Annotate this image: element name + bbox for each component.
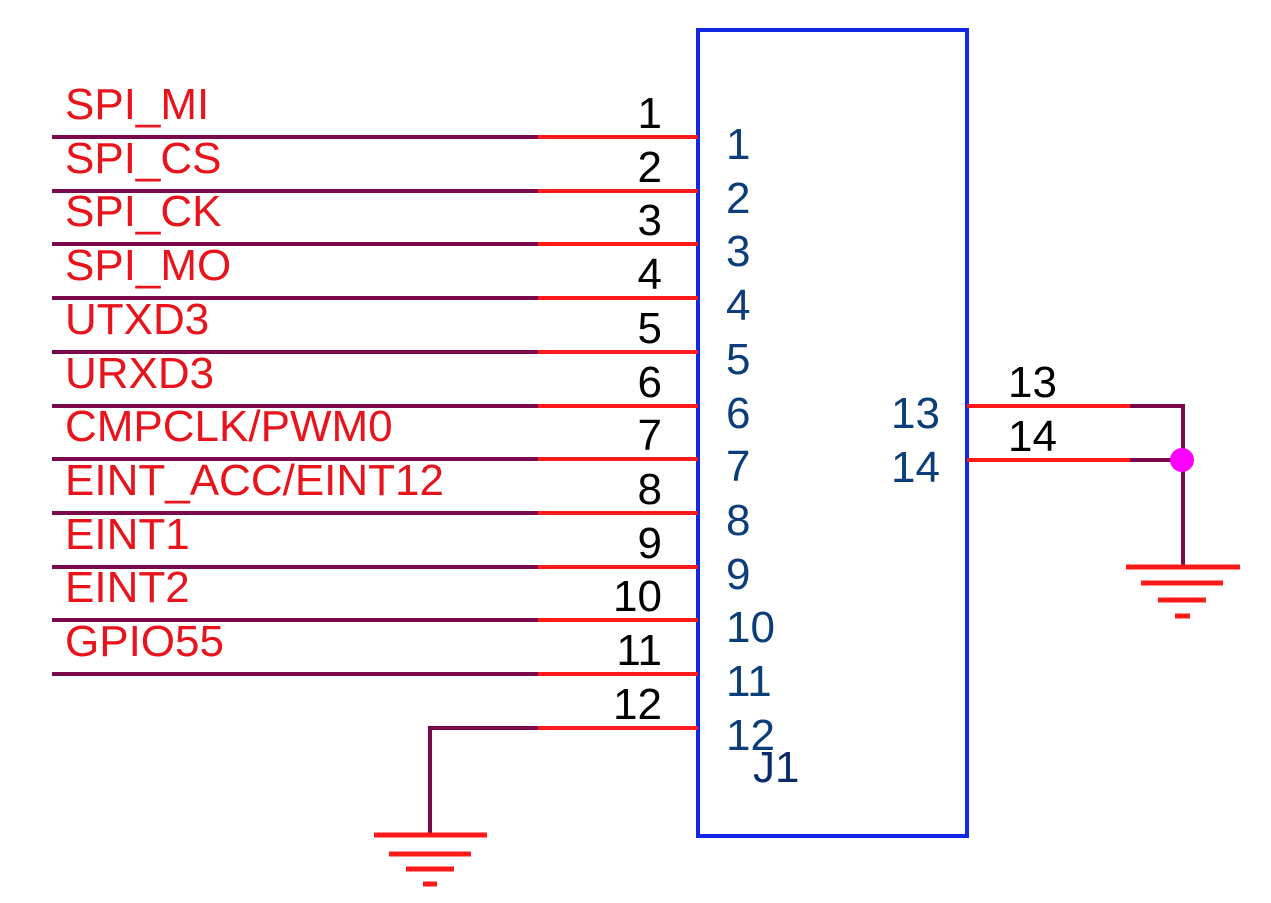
pin-number: 8 bbox=[638, 465, 662, 514]
net-label: SPI_CK bbox=[65, 187, 222, 236]
left-pin-9: 9 9 EINT1 bbox=[52, 510, 750, 599]
pin-number: 4 bbox=[638, 250, 662, 299]
pin-inner-label: 14 bbox=[891, 443, 940, 492]
left-pin-4: 4 4 SPI_MO bbox=[52, 241, 750, 330]
pin-number: 14 bbox=[1008, 412, 1057, 461]
pin13-wire bbox=[1130, 404, 1185, 460]
left-pin-10: 10 10 EINT2 bbox=[52, 563, 775, 652]
net-label: GPIO55 bbox=[65, 617, 224, 666]
left-pin-11: 11 11 GPIO55 bbox=[52, 617, 772, 706]
pin-number: 1 bbox=[638, 89, 662, 138]
left-pin-7: 7 7 CMPCLK/PWM0 bbox=[52, 402, 750, 491]
net-label: EINT_ACC/EINT12 bbox=[65, 456, 444, 505]
left-pin-8: 8 8 EINT_ACC/EINT12 bbox=[52, 456, 750, 545]
pin-inner-label: 2 bbox=[726, 174, 750, 223]
pin-number: 12 bbox=[613, 680, 662, 729]
net-label: URXD3 bbox=[65, 349, 214, 398]
pin-number: 13 bbox=[1008, 358, 1057, 407]
pin-inner-label: 7 bbox=[726, 442, 750, 491]
ground-right bbox=[1126, 564, 1240, 619]
pin-number: 10 bbox=[613, 572, 662, 621]
net-label: EINT1 bbox=[65, 510, 190, 559]
left-pin-12: 12 12 bbox=[538, 680, 775, 760]
left-pin-1: 1 1 SPI_MI bbox=[52, 80, 750, 169]
net-label: SPI_MO bbox=[65, 241, 231, 290]
pin-inner-label: 5 bbox=[726, 335, 750, 384]
pin-number: 11 bbox=[616, 626, 662, 675]
pin-inner-label: 13 bbox=[891, 389, 940, 438]
pin-inner-label: 8 bbox=[726, 496, 750, 545]
pin-number: 5 bbox=[638, 304, 662, 353]
net-label: SPI_CS bbox=[65, 134, 222, 183]
net-label: SPI_MI bbox=[65, 80, 209, 129]
pin-inner-label: 6 bbox=[726, 389, 750, 438]
pin-number: 3 bbox=[638, 196, 662, 245]
pin-number: 2 bbox=[638, 143, 662, 192]
left-pin-6: 6 6 URXD3 bbox=[52, 349, 750, 438]
pin-inner-label: 10 bbox=[726, 603, 775, 652]
left-pins: 11SPI_MI22SPI_CS33SPI_CK44SPI_MO55UTXD36… bbox=[52, 80, 775, 760]
net-label: EINT2 bbox=[65, 563, 190, 612]
ref-designator: J1 bbox=[753, 743, 799, 792]
pin12-ground-wire bbox=[428, 726, 538, 835]
right-pin-13: 13 13 bbox=[891, 358, 1130, 438]
connector-j1-body bbox=[696, 28, 969, 838]
pin-inner-label: 1 bbox=[726, 120, 750, 169]
left-pin-5: 5 5 UTXD3 bbox=[52, 295, 750, 384]
pin-number: 9 bbox=[638, 519, 662, 568]
pin-number: 6 bbox=[638, 358, 662, 407]
pin-inner-label: 4 bbox=[726, 281, 750, 330]
pin-inner-label: 12 bbox=[726, 711, 775, 760]
pin-inner-label: 9 bbox=[726, 550, 750, 599]
pin-number: 7 bbox=[638, 411, 662, 460]
left-pin-2: 2 2 SPI_CS bbox=[52, 134, 750, 223]
pin-inner-label: 3 bbox=[726, 227, 750, 276]
net-label: CMPCLK/PWM0 bbox=[65, 402, 393, 451]
ground-left bbox=[374, 832, 487, 887]
right-pin-14: 14 14 bbox=[891, 412, 1130, 492]
right-pins: 13 13 14 14 bbox=[891, 358, 1130, 492]
pin-inner-label: 11 bbox=[726, 657, 772, 706]
left-pin-3: 3 3 SPI_CK bbox=[52, 187, 750, 276]
net-label: UTXD3 bbox=[65, 295, 209, 344]
junction-dot bbox=[1170, 448, 1194, 472]
